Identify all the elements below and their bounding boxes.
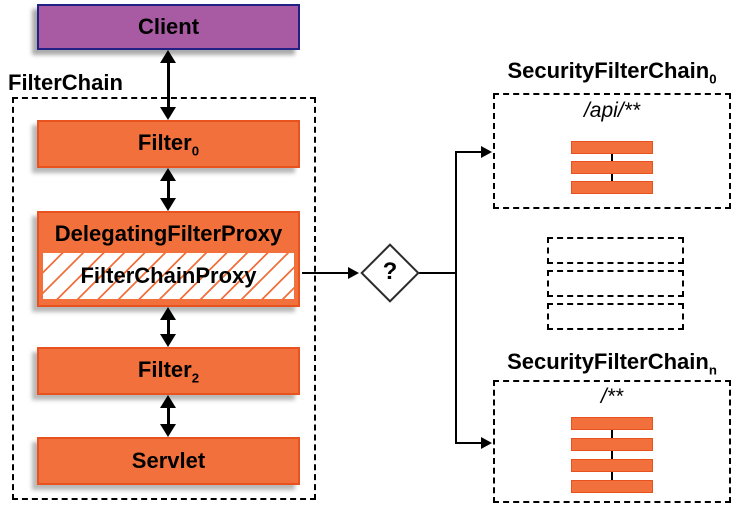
security-filter-chain-0-box: /api/** [493, 93, 731, 209]
filterchain-label: FilterChain [8, 70, 123, 95]
arrowhead-down-icon [160, 334, 176, 347]
filter-bar [571, 480, 653, 493]
delegating-filter-proxy-label: DelegatingFilterProxy [54, 220, 283, 246]
delegating-filter-proxy-box: DelegatingFilterProxy FilterChainProxy [37, 211, 300, 307]
arrowhead-up-icon [160, 168, 176, 181]
line-decision-to-elbow [419, 272, 457, 274]
chainN-url-pattern: /** [600, 385, 624, 408]
filter-bar [547, 237, 684, 264]
arrow-client-filter0 [160, 50, 177, 120]
chainN-bar-connector [611, 423, 613, 486]
chainN-subscript: n [708, 362, 717, 378]
line-to-chain0 [455, 151, 483, 153]
arrowhead-down-icon [160, 424, 176, 437]
chainN-filter-bars [495, 417, 729, 493]
client-box: Client [37, 4, 300, 50]
filter-chain-proxy-box: FilterChainProxy [43, 253, 294, 299]
chain0-subscript: 0 [709, 71, 717, 87]
filter2-box: Filter2 [37, 347, 300, 395]
security-filter-chain-n-box: /** [493, 380, 731, 503]
client-label: Client [137, 14, 200, 39]
filter0-box: Filter0 [37, 120, 300, 168]
arrowhead-up-icon [160, 395, 176, 408]
elbow-vertical-line [455, 151, 457, 444]
filter0-label: Filter0 [137, 129, 200, 159]
arrowhead-right-icon [348, 267, 359, 279]
filter0-subscript: 0 [191, 143, 200, 159]
arrowhead-down-icon [160, 107, 176, 120]
chain0-filter-bars [495, 141, 729, 194]
filterchain-container [12, 97, 316, 500]
line-fcp-to-decision [302, 272, 354, 274]
arrow-filter2-servlet [160, 395, 177, 437]
servlet-label: Servlet [131, 448, 206, 473]
decision-label: ? [382, 258, 398, 285]
filter-bar [571, 161, 653, 174]
filter-bar [571, 141, 653, 154]
filter-bar [547, 303, 684, 330]
servlet-box: Servlet [37, 437, 300, 485]
filter-chain-proxy-label: FilterChainProxy [80, 263, 257, 288]
filter2-subscript: 2 [191, 370, 200, 386]
filter-bar [571, 181, 653, 194]
filter-bar [571, 459, 653, 472]
arrow-dfp-filter2 [160, 307, 177, 347]
ellipsis-chain-placeholders [547, 237, 684, 330]
arrowhead-right-icon [481, 437, 492, 449]
security-filter-chain-n-title: SecurityFilterChainn [507, 349, 717, 378]
chain0-url-pattern: /api/** [583, 99, 641, 122]
arrowhead-right-icon [481, 146, 492, 158]
arrow-filter0-dfp [160, 168, 177, 211]
line-to-chainN [455, 442, 483, 444]
arrowhead-down-icon [160, 198, 176, 211]
filter2-label: Filter2 [137, 356, 200, 386]
arrowhead-up-icon [160, 307, 176, 320]
security-filter-chain-0-title: SecurityFilterChain0 [507, 58, 717, 87]
arrowhead-up-icon [160, 50, 176, 63]
filter-bar [571, 417, 653, 430]
filter-bar [547, 270, 684, 297]
filter-bar [571, 438, 653, 451]
